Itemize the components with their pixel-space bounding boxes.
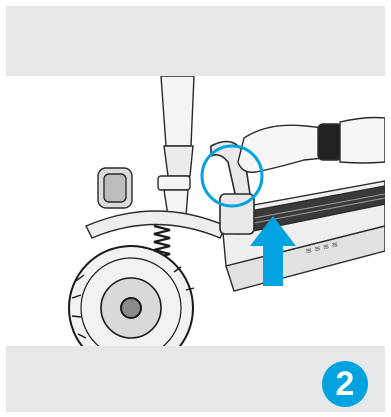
- step-number: 2: [336, 367, 355, 401]
- scooter-illustration: ≋ ≋ ≋ ≋: [6, 76, 385, 346]
- headlight: [98, 168, 132, 208]
- front-wheel: [69, 246, 194, 346]
- steering-column: [158, 76, 194, 216]
- step-number-badge: 2: [322, 361, 368, 407]
- header-band: [6, 6, 385, 76]
